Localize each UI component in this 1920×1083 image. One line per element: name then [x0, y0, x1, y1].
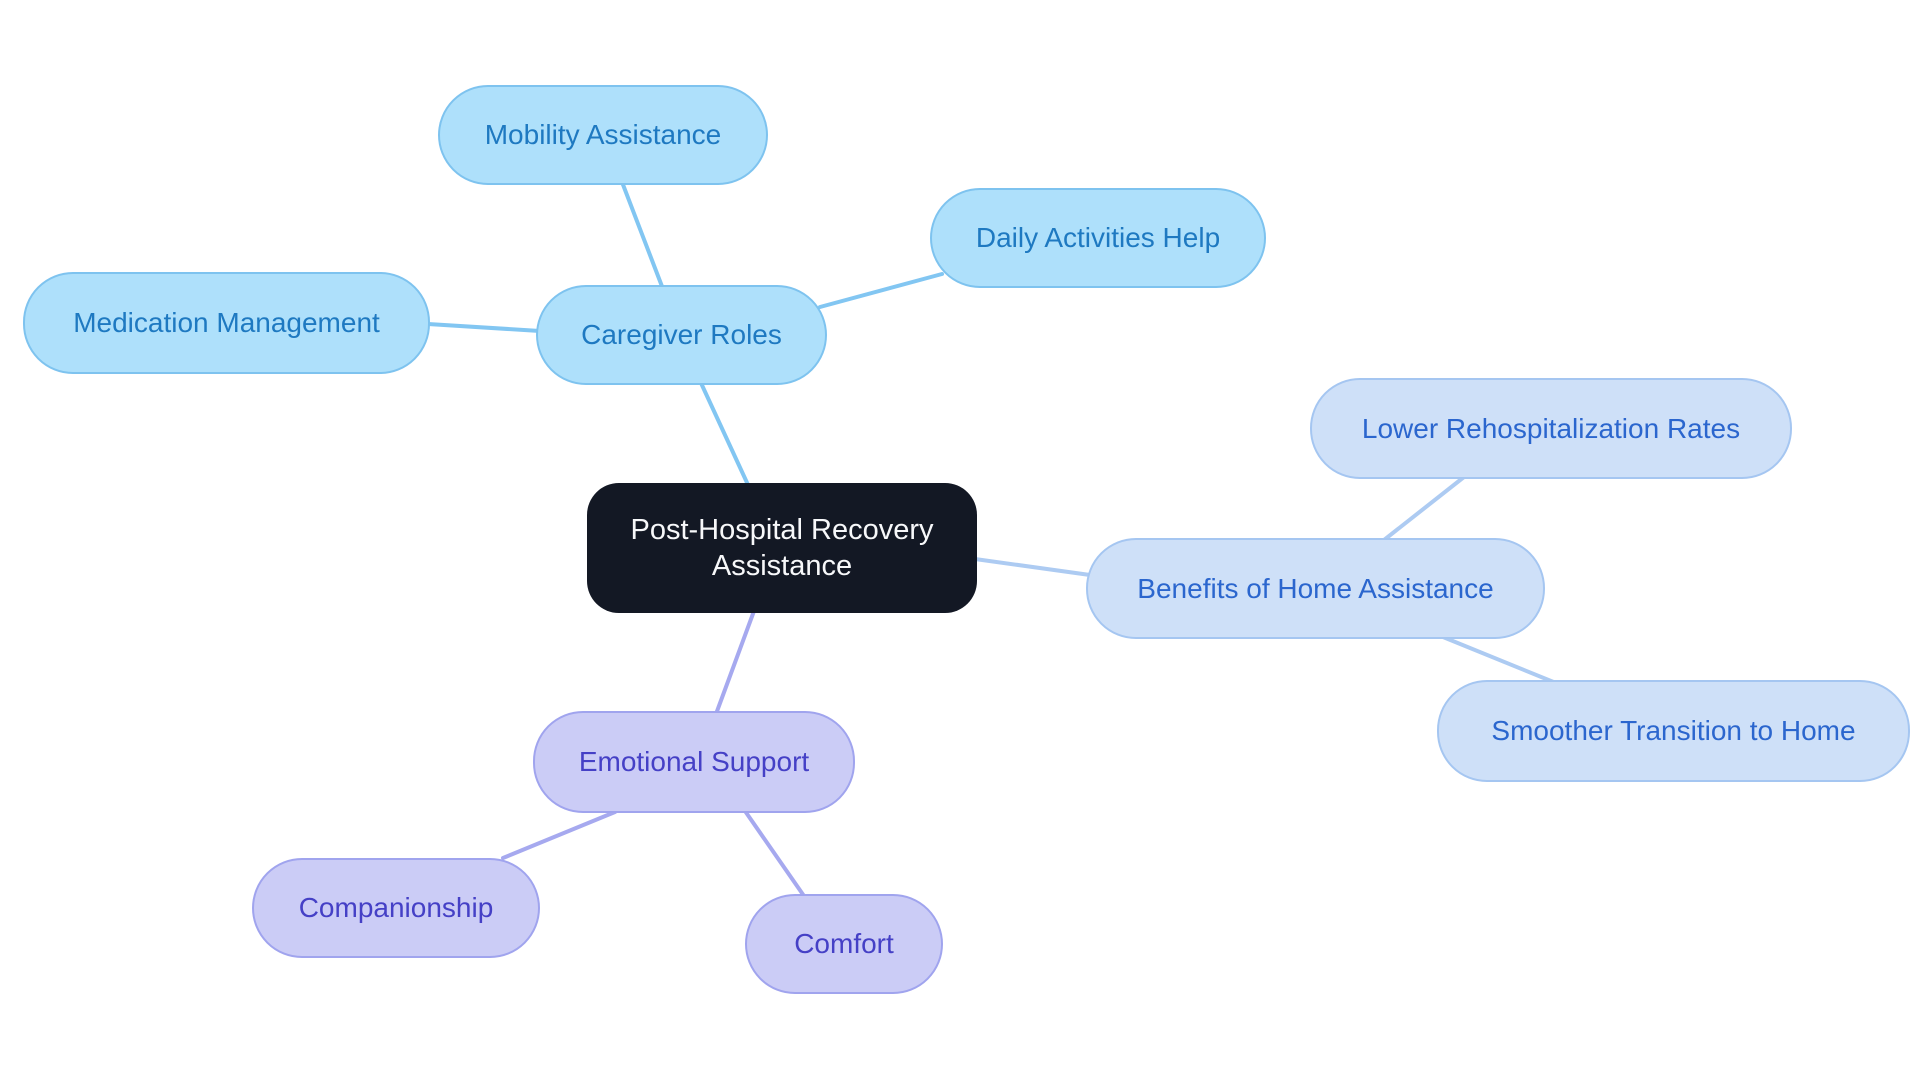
node-smoother-transition-to-home[interactable]: Smoother Transition to Home: [1437, 680, 1910, 782]
edge-caregiver-to-daily: [818, 272, 944, 309]
edge-central-to-emotional: [714, 609, 756, 716]
node-comfort[interactable]: Comfort: [745, 894, 943, 994]
node-medication-management[interactable]: Medication Management: [23, 272, 430, 374]
node-label: Post-Hospital Recovery Assistance: [630, 513, 934, 582]
edge-central-to-benefits: [973, 557, 1092, 577]
edge-emotional-to-comfort: [743, 809, 806, 898]
node-lower-rehospitalization-rates[interactable]: Lower Rehospitalization Rates: [1310, 378, 1792, 479]
edge-caregiver-to-central: [699, 381, 751, 489]
node-label: Lower Rehospitalization Rates: [1361, 412, 1741, 444]
node-label: Companionship: [298, 892, 494, 923]
node-label: Medication Management: [73, 307, 380, 338]
node-label: Comfort: [794, 928, 894, 959]
node-companionship[interactable]: Companionship: [252, 858, 540, 958]
node-label: Daily Activities Help: [975, 222, 1221, 253]
node-daily-activities-help[interactable]: Daily Activities Help: [930, 188, 1266, 288]
node-label: Mobility Assistance: [484, 119, 722, 150]
node-label: Emotional Support: [578, 746, 810, 777]
edge-benefits-to-smoother: [1441, 635, 1558, 685]
node-label: Smoother Transition to Home: [1491, 715, 1856, 746]
node-benefits-of-home-assistance[interactable]: Benefits of Home Assistance: [1086, 538, 1545, 639]
edge-benefits-to-lower: [1382, 475, 1466, 542]
node-mobility-assistance[interactable]: Mobility Assistance: [438, 85, 768, 185]
edge-emotional-to-companionship: [501, 810, 617, 860]
node-caregiver-roles[interactable]: Caregiver Roles: [536, 285, 827, 385]
node-emotional-support[interactable]: Emotional Support: [533, 711, 855, 813]
node-post-hospital-recovery-assistance[interactable]: Post-Hospital Recovery Assistance: [587, 483, 977, 613]
edge-mobility-to-caregiver: [620, 180, 665, 291]
edge-medication-to-caregiver: [426, 322, 542, 333]
node-label: Caregiver Roles: [581, 319, 782, 350]
node-label: Benefits of Home Assistance: [1137, 572, 1494, 604]
